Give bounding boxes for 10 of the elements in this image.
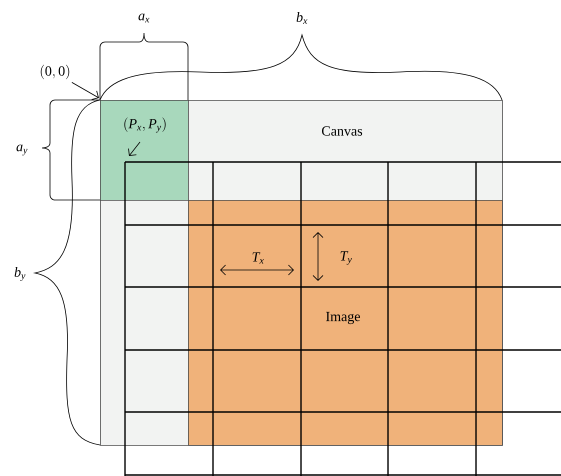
dimension-label: $a_y$ bbox=[16, 144, 28, 156]
dimension-label: $b_y$ bbox=[14, 267, 26, 281]
leader-arrow bbox=[71, 82, 99, 100]
dimension-label: $T_x$ bbox=[252, 252, 264, 264]
dimension-label: $T_y$ bbox=[340, 251, 352, 265]
coordinate-label: $(0, 0)$ bbox=[40, 64, 70, 80]
pixel-square: $(P_x, P_y)$ bbox=[100, 100, 189, 201]
dimension-label: $a_x$ bbox=[138, 14, 150, 22]
dimension-label: $b_x$ bbox=[296, 12, 308, 24]
leader-arrow bbox=[128, 142, 140, 156]
